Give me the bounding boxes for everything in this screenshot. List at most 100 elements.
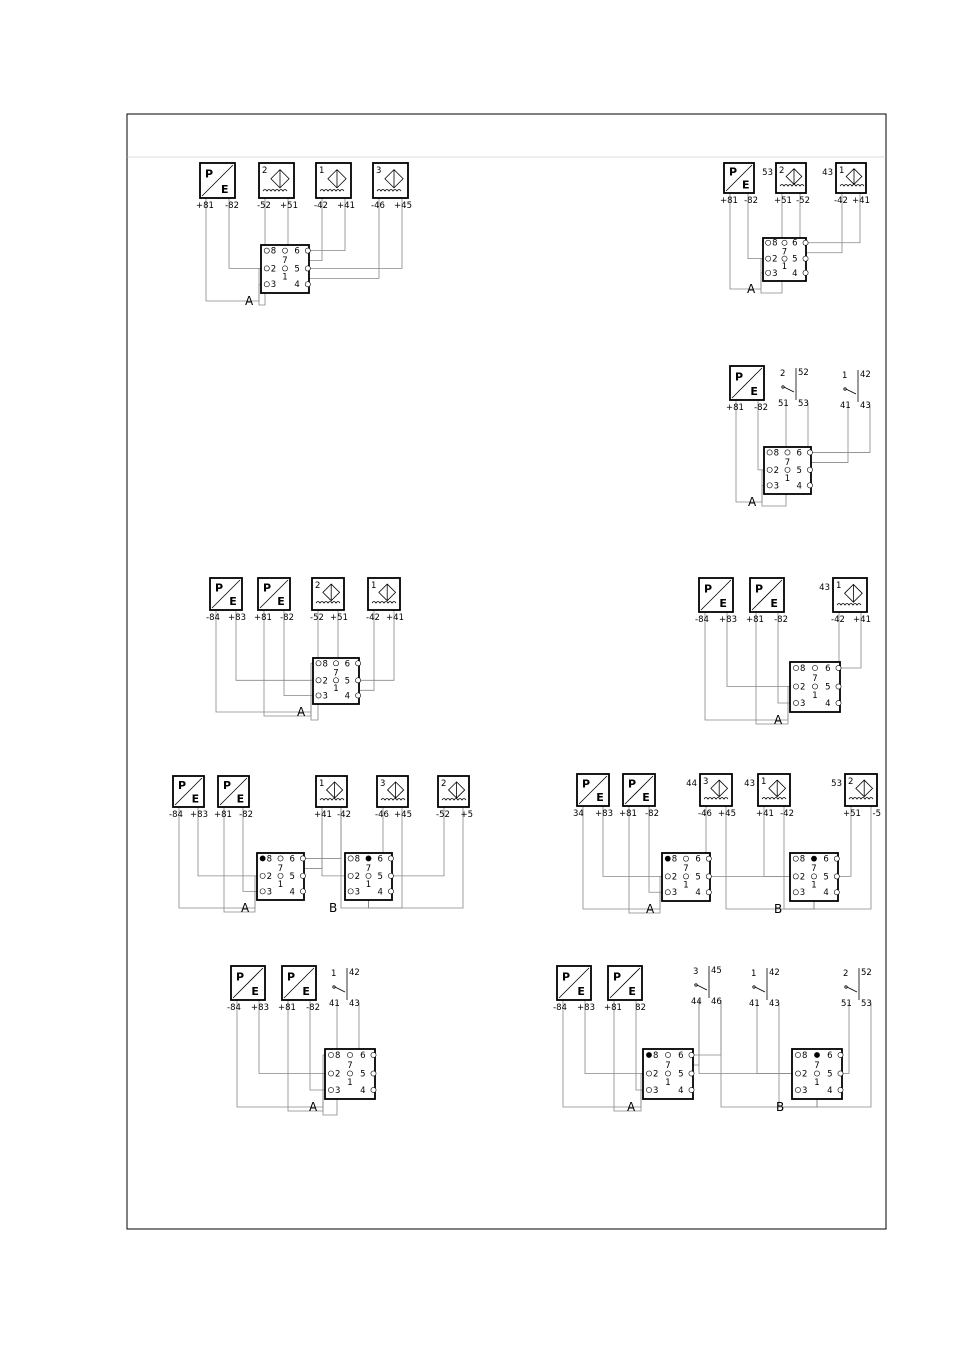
connector-pin (315, 660, 322, 667)
terminal-label: +83 (577, 1003, 595, 1013)
sensor-number: 3 (703, 777, 708, 787)
connector-pin-number: 3 (653, 1086, 658, 1096)
wire (813, 806, 872, 910)
connector-pin (837, 1087, 844, 1093)
connector-pin (664, 889, 671, 896)
wire (263, 610, 313, 717)
connector-pin (792, 889, 799, 896)
connector-pin-number: 5 (827, 1070, 832, 1080)
wire (309, 1000, 325, 1091)
connector-pin (795, 1070, 801, 1077)
terminal-label: +81 (746, 615, 764, 625)
wire (205, 198, 261, 302)
connector-pin (833, 855, 840, 862)
sensor-tag: 43 (819, 583, 830, 593)
connector-pin-number: 4 (827, 1086, 832, 1096)
connector-pin (388, 872, 394, 879)
wire (811, 404, 849, 463)
sensor-module-box (835, 162, 867, 194)
connector-pin-number: 7 (347, 1061, 352, 1071)
wire (735, 400, 764, 503)
terminal-label: 52 (861, 968, 872, 978)
connector-pin (781, 255, 788, 262)
terminal-label: 51 (778, 399, 789, 409)
terminal-label: 44 (691, 997, 702, 1007)
terminal-label: -84 (227, 1003, 241, 1013)
terminal-label: +51 (843, 809, 861, 819)
connector-pin-number: 5 (294, 264, 299, 274)
connector-pin-number: 5 (797, 466, 802, 476)
connector-pin-number: 7 (785, 458, 790, 468)
connector-pin (277, 872, 284, 879)
connector-pin-number: 8 (800, 664, 805, 674)
connector-pin (802, 255, 809, 262)
pe-letter-e: E (302, 985, 310, 998)
pe-letter-p: P (236, 970, 244, 983)
connector-pin (835, 683, 842, 690)
connector-pin (807, 482, 813, 489)
terminal-label: -42 (834, 196, 848, 206)
pe-letter-p: P (562, 970, 570, 983)
sensor-number: 1 (319, 779, 324, 789)
sensor-coil-icon (779, 184, 805, 187)
pe-letter-e: E (596, 791, 604, 804)
sensor-module-box (315, 775, 348, 808)
connector-pin-number: 7 (814, 1061, 819, 1071)
connector-pin-number: 6 (345, 659, 350, 669)
terminal-label: +51 (280, 201, 298, 211)
connector-pin-number: 4 (678, 1086, 683, 1096)
terminal-label: 53 (861, 999, 872, 1009)
connector-pin (705, 873, 712, 880)
connector-label: B (774, 902, 782, 916)
terminal-label: 46 (711, 997, 722, 1007)
pe-letter-e: E (229, 595, 237, 608)
terminal-label: 43 (349, 999, 360, 1009)
terminal-label: -52 (436, 810, 450, 820)
terminal-label: -52 (796, 196, 810, 206)
connector-pin (365, 872, 372, 879)
connector-pin-number: 5 (290, 872, 295, 882)
connector-pin (784, 449, 791, 456)
sensor-coil-icon (319, 798, 345, 801)
wire (325, 1002, 360, 1056)
pe-letter-p: P (729, 166, 737, 179)
terminal-label: -52 (257, 201, 271, 211)
connector-pin (705, 889, 712, 896)
connector-pin (835, 700, 842, 706)
terminal-label: 41 (840, 401, 851, 411)
connector-pin-filled (646, 1052, 652, 1058)
sensor-coil-icon (836, 603, 862, 606)
connector-pin-filled (811, 855, 817, 862)
connector-pin-filled (664, 855, 671, 862)
terminal-label: -82 (645, 809, 659, 819)
wire (755, 612, 790, 725)
terminal-label: 42 (769, 968, 780, 978)
connector-pin (370, 1070, 377, 1077)
connector-pin (333, 660, 339, 667)
pe-letter-p: P (755, 582, 763, 595)
terminal-label: -46 (371, 201, 385, 211)
wire (228, 198, 261, 269)
connector-pin-number: 6 (378, 854, 383, 864)
connector-pin-number: 8 (355, 854, 360, 864)
sensor-tag: 43 (822, 168, 833, 178)
terminal-label: 43 (769, 999, 780, 1009)
terminal-label: 52 (798, 368, 809, 378)
connector-pin-number: 4 (823, 888, 828, 898)
connector-pin-number: 2 (323, 676, 328, 686)
sensor-number: 1 (319, 166, 324, 176)
wire (287, 1000, 325, 1112)
connector-pin-number: 5 (678, 1070, 683, 1080)
terminal-label: +81 (726, 403, 744, 413)
connector-pin-number: 1 (782, 262, 787, 272)
connector-pin-number: 8 (267, 854, 272, 864)
connector-pin (795, 1052, 801, 1058)
pe-diagonal (201, 164, 234, 197)
terminal-label: 42 (860, 370, 871, 380)
wire (242, 807, 257, 892)
connector-pin-number: 8 (800, 855, 805, 865)
connector-label: A (748, 495, 757, 509)
